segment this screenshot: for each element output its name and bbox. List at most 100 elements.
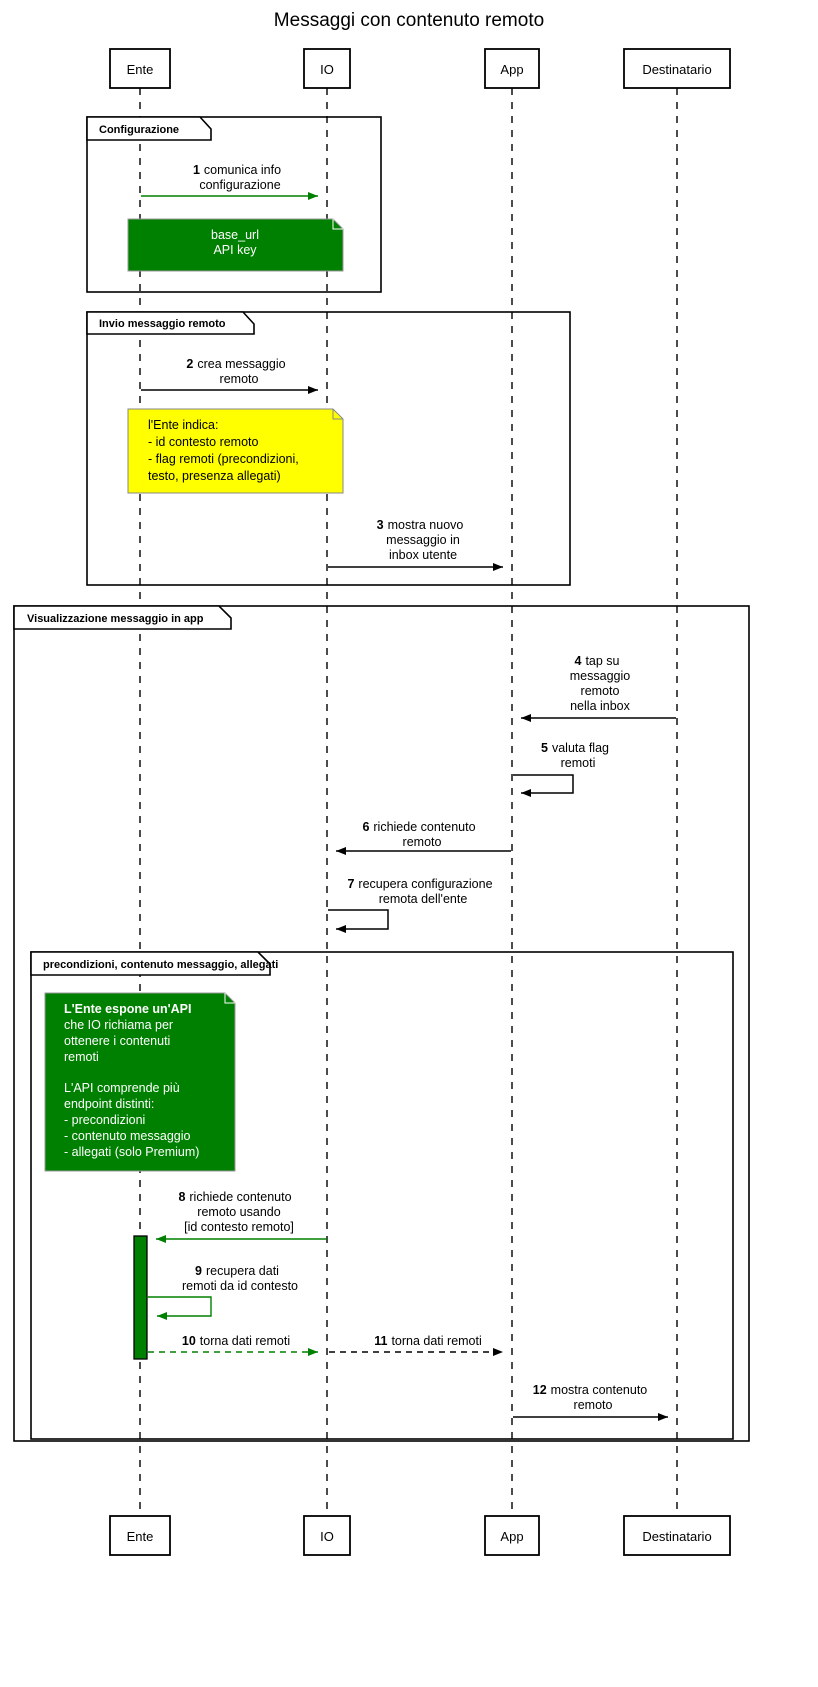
actor-label: App [500,1529,523,1544]
actor-destinatario-top[interactable]: Destinatario [623,48,731,89]
note-line: - flag remoti (precondizioni, [148,452,299,466]
frame-configurazione: Configurazione [86,116,382,293]
message-label-line2: messaggio in [386,533,460,547]
frame-label: Configurazione [99,124,179,136]
frame-label: Visualizzazione messaggio in app [27,613,204,625]
note-line: testo, presenza allegati) [148,469,281,483]
frame-box [86,311,571,586]
message-label-line2: remota dell'ente [379,892,468,906]
message-label-line2: configurazione [199,178,280,192]
message-self-arrow[interactable] [328,909,389,933]
message-label-line2: remoti [561,756,596,770]
message-label-line2: remoto usando [197,1205,280,1219]
message-label-line2: remoto [403,835,442,849]
actor-label: App [500,62,523,77]
note-line: endpoint distinti: [64,1097,154,1111]
actor-ente-top[interactable]: Ente [109,48,171,89]
diagram-title: Messaggi con contenuto remoto [274,10,544,31]
note-line: - contenuto messaggio [64,1129,191,1143]
note-line: L'Ente espone un'API [64,1002,191,1016]
note-line: - allegati (solo Premium) [64,1145,199,1159]
actor-box[interactable] [109,1515,171,1556]
frame-box [30,951,734,1440]
frame-visualizzazione-messaggio-in-app: Visualizzazione messaggio in app [13,605,750,1442]
frame-label: Invio messaggio remoto [99,318,226,330]
actor-label: Destinatario [642,1529,711,1544]
message-label-line3: [id contesto remoto] [184,1220,294,1234]
message-label-line2: messaggio [570,669,630,683]
actor-label: Ente [127,62,154,77]
note-config: base_url API key [127,218,344,272]
note-line: base_url [211,228,259,242]
note-line: che IO richiama per [64,1018,173,1032]
message-label-line2: remoti da id contesto [182,1279,298,1293]
note-line: - id contesto remoto [148,435,259,449]
message-label-line3: remoto [581,684,620,698]
actor-box[interactable] [484,1515,540,1556]
frame-tab [86,116,212,141]
actor-box[interactable] [484,48,540,89]
frame-label: precondizioni, contenuto messaggio, alle… [43,959,278,971]
actor-box[interactable] [623,1515,731,1556]
note-ente-indica: l'Ente indica: - id contesto remoto - fl… [127,408,344,494]
actor-label: IO [320,62,334,77]
actor-box[interactable] [303,1515,351,1556]
actor-io-top[interactable]: IO [303,48,351,89]
actor-app-bottom[interactable]: App [484,1515,540,1556]
frame-invio-messaggio-remoto: Invio messaggio remoto [86,311,571,586]
message-label-line2: remoto [220,372,259,386]
frame-tab [30,951,271,976]
note-line: - precondizioni [64,1113,145,1127]
frame-tab [13,605,232,630]
actor-io-bottom[interactable]: IO [303,1515,351,1556]
note-line: L'API comprende più [64,1081,180,1095]
note-line: API key [213,243,257,257]
actor-box[interactable] [623,48,731,89]
message-self-arrow[interactable] [147,1296,212,1320]
actor-label: Destinatario [642,62,711,77]
actor-box[interactable] [303,48,351,89]
message-self-arrow[interactable] [513,774,574,797]
frame-precondizioni-contenuto-allegati: precondizioni, contenuto messaggio, alle… [30,951,734,1440]
actor-destinatario-bottom[interactable]: Destinatario [623,1515,731,1556]
actor-label: IO [320,1529,334,1544]
note-api: L'Ente espone un'API che IO richiama per… [44,992,236,1172]
actor-box[interactable] [109,48,171,89]
frame-box [13,605,750,1442]
message-label-line2: remoto [574,1398,613,1412]
message-label-line3: inbox utente [389,548,457,562]
actor-label: Ente [127,1529,154,1544]
frame-tab [86,311,255,335]
activation-bar-ente [133,1235,148,1360]
note-line: ottenere i contenuti [64,1034,170,1048]
message-label-line4: nella inbox [570,699,631,713]
actor-ente-bottom[interactable]: Ente [109,1515,171,1556]
actor-app-top[interactable]: App [484,48,540,89]
